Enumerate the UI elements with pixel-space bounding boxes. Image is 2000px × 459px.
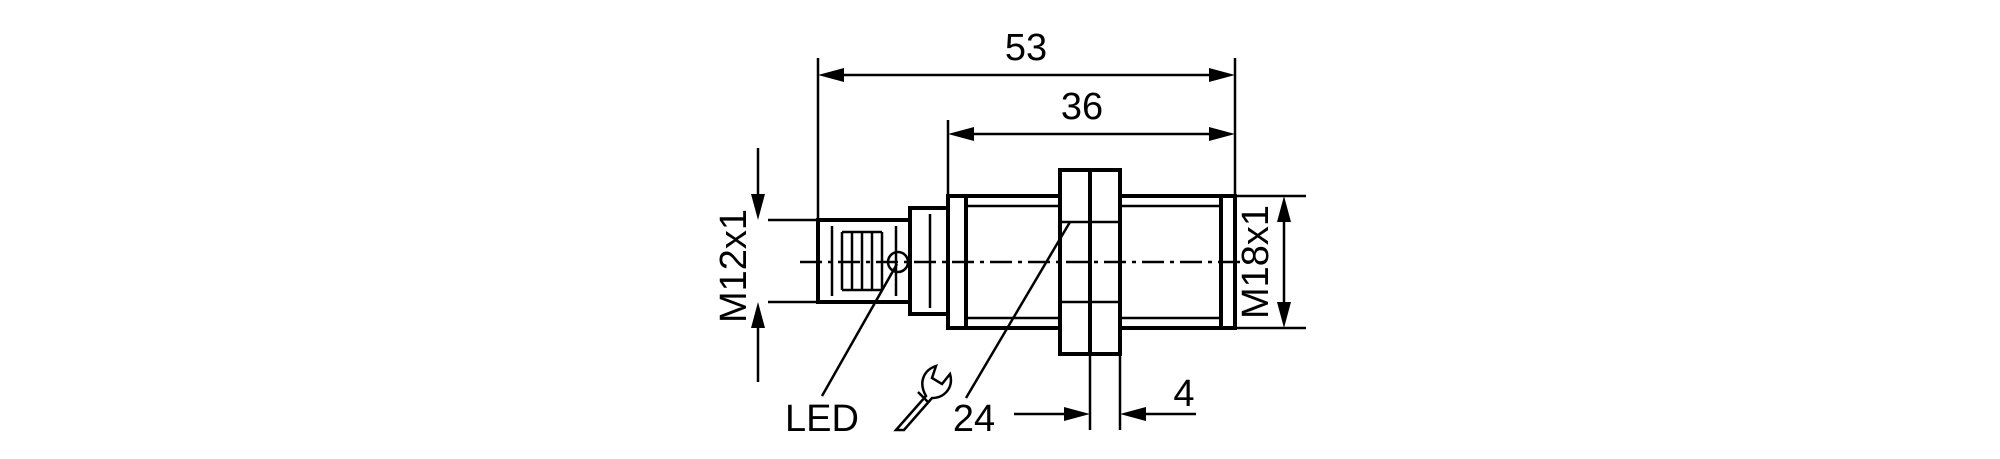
led-indicator	[886, 250, 910, 274]
dim-housing-thread	[1235, 194, 1306, 330]
led-leader-line	[820, 263, 899, 397]
dim-connector-thread	[751, 148, 818, 382]
led-label: LED	[785, 398, 859, 440]
dim-overall-length-label: 53	[1005, 27, 1047, 69]
dim-overall-length	[816, 58, 1237, 220]
wrench-size-label: 24	[953, 398, 995, 440]
wrench-leader-line	[964, 221, 1072, 399]
wrench-icon	[893, 364, 953, 432]
dim-thread-length-label: 36	[1061, 86, 1103, 128]
dim-nut-thickness-label: 4	[1173, 373, 1194, 415]
dim-nut-thickness	[1014, 354, 1196, 430]
dim-housing-thread-label: M18x1	[1235, 205, 1277, 319]
dim-thread-length	[946, 120, 1235, 196]
dim-connector-thread-label: M12x1	[713, 209, 755, 323]
